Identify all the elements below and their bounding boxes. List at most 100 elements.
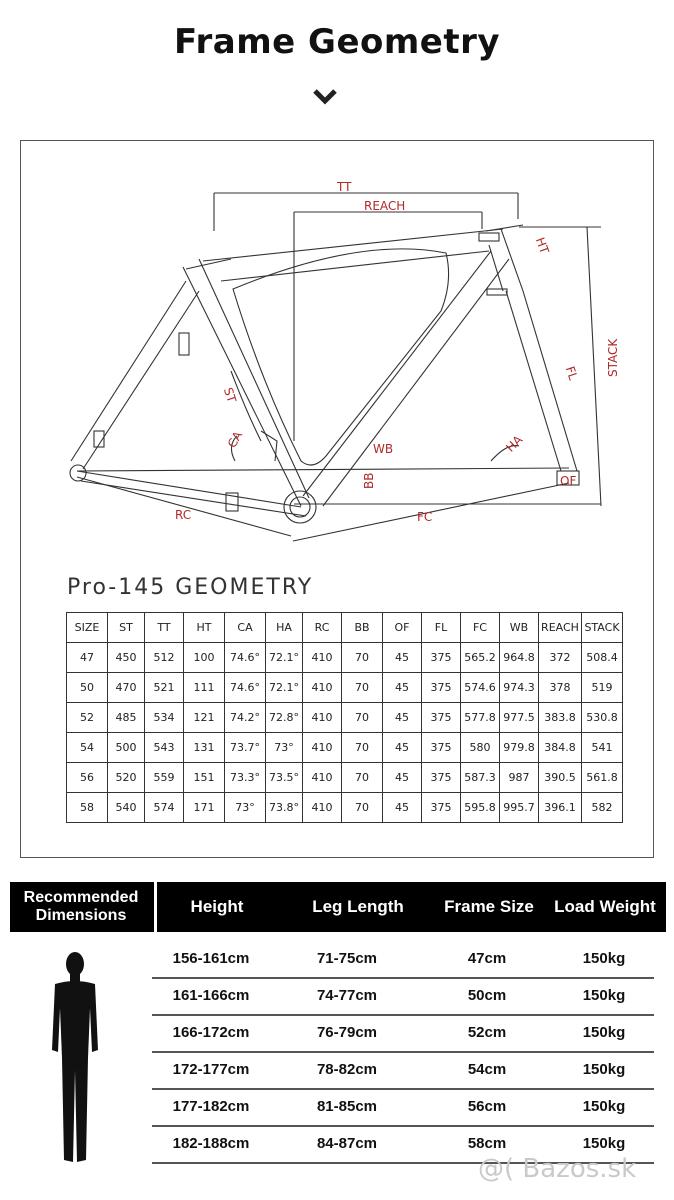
load-weight-value: 150kg — [582, 1024, 626, 1041]
table-cell: 45 — [382, 792, 422, 823]
table-cell: 375 — [421, 642, 461, 673]
list-item: 182-188cm 84-87cm 58cm 150kg — [152, 1127, 654, 1164]
table-cell: 587.3 — [460, 762, 500, 793]
table-cell: 384.8 — [538, 732, 582, 763]
geometry-header-size: SIZE — [66, 612, 108, 643]
table-cell: 559 — [144, 762, 184, 793]
chevron-down-icon — [313, 89, 337, 105]
table-cell: 974.3 — [499, 672, 539, 703]
table-cell: 372 — [538, 642, 582, 673]
table-cell: 73.3° — [224, 762, 266, 793]
geometry-header-bb: BB — [341, 612, 383, 643]
list-item: 172-177cm 78-82cm 54cm 150kg — [152, 1053, 654, 1090]
table-cell: 73.7° — [224, 732, 266, 763]
height-value: 177-182cm — [172, 1098, 250, 1115]
table-cell: 519 — [581, 672, 623, 703]
table-cell: 987 — [499, 762, 539, 793]
label-fl: FL — [563, 365, 581, 383]
list-item: 166-172cm 76-79cm 52cm 150kg — [152, 1016, 654, 1053]
table-cell: 74.6° — [224, 672, 266, 703]
table-cell: 72.1° — [265, 642, 303, 673]
header-load-weight: Load Weight — [554, 897, 656, 916]
frame-size-value: 54cm — [467, 1061, 507, 1078]
table-cell: 45 — [382, 762, 422, 793]
table-cell: 72.1° — [265, 672, 303, 703]
geometry-header-of: OF — [382, 612, 422, 643]
table-cell: 410 — [302, 642, 342, 673]
watermark: @( Bazos.sk — [478, 1154, 637, 1184]
table-cell: 410 — [302, 792, 342, 823]
table-cell: 580 — [460, 732, 500, 763]
table-cell: 375 — [421, 732, 461, 763]
geometry-header-fl: FL — [421, 612, 461, 643]
geometry-panel: TT REACH HT STACK FL ST CA WB HA BB OF R… — [20, 140, 654, 858]
load-weight-value: 150kg — [582, 1135, 626, 1152]
label-fc: FC — [417, 510, 432, 524]
table-cell: 50 — [66, 672, 108, 703]
table-cell: 530.8 — [581, 702, 623, 733]
label-wb: WB — [373, 442, 393, 456]
leg-length-value: 71-75cm — [316, 950, 378, 967]
table-cell: 45 — [382, 702, 422, 733]
table-cell: 52 — [66, 702, 108, 733]
table-cell: 73.8° — [265, 792, 303, 823]
geometry-header-ca: CA — [224, 612, 266, 643]
label-tt: TT — [336, 180, 352, 194]
table-cell: 565.2 — [460, 642, 500, 673]
table-cell: 72.8° — [265, 702, 303, 733]
geometry-header-wb: WB — [499, 612, 539, 643]
label-ht: HT — [533, 235, 552, 256]
geometry-header-fc: FC — [460, 612, 500, 643]
table-row: 47 450 512 100 74.6° 72.1° 410 70 45 375… — [66, 642, 623, 673]
table-row: 52 485 534 121 74.2° 72.8° 410 70 45 375… — [66, 702, 623, 733]
frame-size-value: 56cm — [467, 1098, 507, 1115]
table-cell: 378 — [538, 672, 582, 703]
table-cell: 485 — [107, 702, 145, 733]
human-silhouette-icon — [52, 952, 98, 1162]
label-ca: CA — [225, 428, 246, 450]
label-st: ST — [221, 386, 239, 405]
table-cell: 45 — [382, 732, 422, 763]
leg-length-value: 74-77cm — [316, 987, 378, 1004]
table-cell: 100 — [183, 642, 225, 673]
height-value: 166-172cm — [172, 1024, 250, 1041]
load-weight-value: 150kg — [582, 950, 626, 967]
list-item: 177-182cm 81-85cm 56cm 150kg — [152, 1090, 654, 1127]
geometry-table: SIZE ST TT HT CA HA RC BB OF FL FC WB RE… — [66, 612, 623, 823]
table-cell: 512 — [144, 642, 184, 673]
table-cell: 964.8 — [499, 642, 539, 673]
height-value: 156-161cm — [172, 950, 250, 967]
table-cell: 375 — [421, 792, 461, 823]
table-cell: 470 — [107, 672, 145, 703]
table-cell: 131 — [183, 732, 225, 763]
label-ha: HA — [503, 432, 526, 455]
table-cell: 70 — [341, 762, 383, 793]
frame-size-value: 52cm — [467, 1024, 507, 1041]
table-cell: 410 — [302, 672, 342, 703]
table-cell: 56 — [66, 762, 108, 793]
table-cell: 45 — [382, 642, 422, 673]
table-cell: 410 — [302, 762, 342, 793]
table-cell: 520 — [107, 762, 145, 793]
label-rc: RC — [175, 508, 191, 522]
height-value: 172-177cm — [172, 1061, 250, 1078]
frame-size-value: 50cm — [467, 987, 507, 1004]
table-cell: 74.6° — [224, 642, 266, 673]
table-cell: 977.5 — [499, 702, 539, 733]
frame-size-value: 47cm — [467, 950, 507, 967]
table-cell: 540 — [107, 792, 145, 823]
table-cell: 121 — [183, 702, 225, 733]
table-cell: 375 — [421, 762, 461, 793]
table-cell: 500 — [107, 732, 145, 763]
table-cell: 151 — [183, 762, 225, 793]
table-cell: 70 — [341, 672, 383, 703]
page-title: Frame Geometry — [173, 22, 501, 62]
table-cell: 410 — [302, 702, 342, 733]
table-cell: 595.8 — [460, 792, 500, 823]
geometry-header-reach: REACH — [538, 612, 582, 643]
header-height: Height — [190, 897, 244, 916]
label-of: OF — [560, 474, 576, 488]
table-cell: 375 — [421, 702, 461, 733]
table-row: 58 540 574 171 73° 73.8° 410 70 45 375 5… — [66, 792, 623, 823]
geometry-header-ha: HA — [265, 612, 303, 643]
